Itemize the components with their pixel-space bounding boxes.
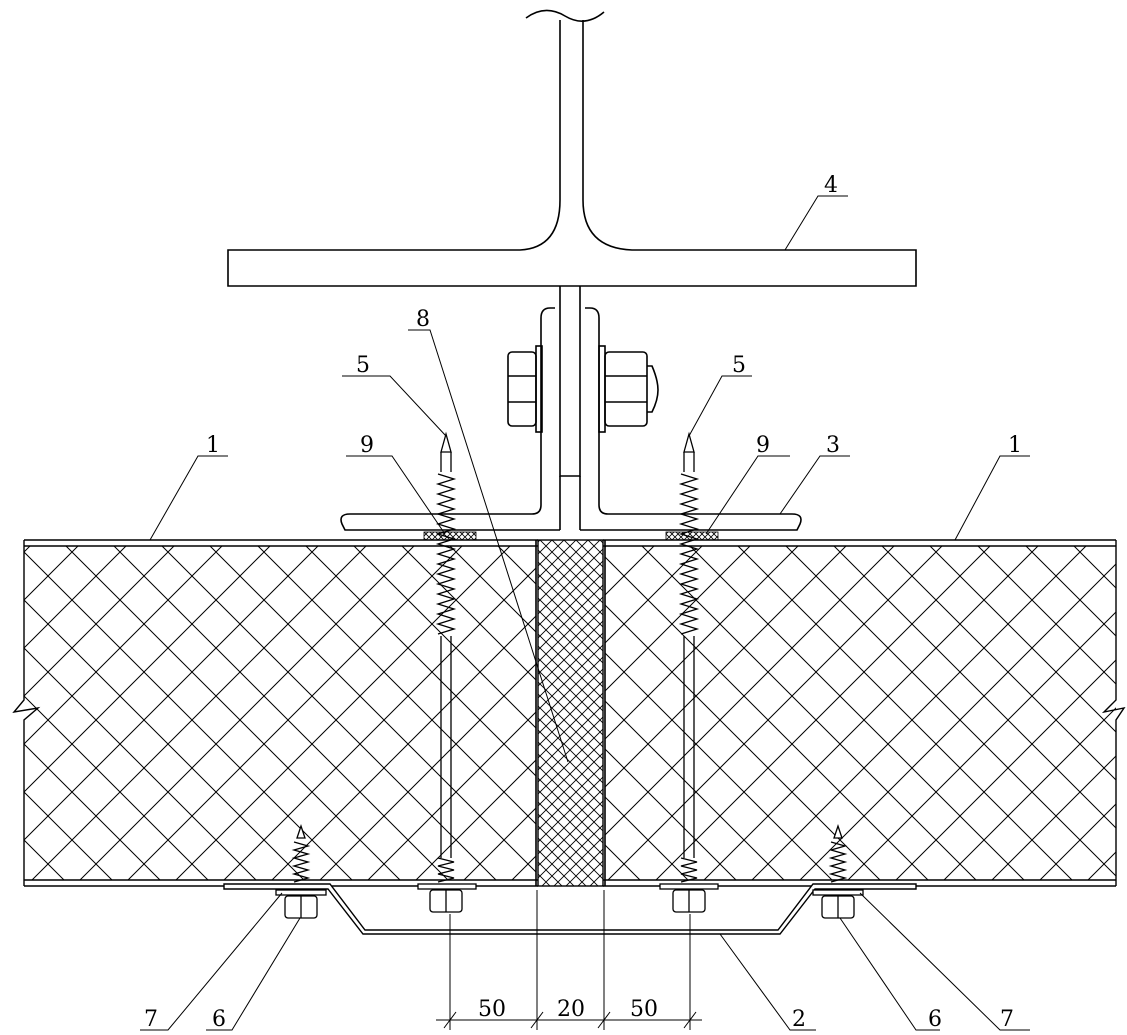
dimension-value-right: 50 bbox=[630, 997, 658, 1022]
cover-flashing bbox=[223, 883, 917, 935]
callout-9-left: 9 bbox=[360, 433, 374, 458]
bracket bbox=[340, 286, 802, 531]
sandwich-panel-left bbox=[12, 539, 538, 887]
joint-insulation bbox=[537, 539, 604, 887]
callout-5-left: 5 bbox=[356, 353, 370, 378]
callout-1-left: 1 bbox=[206, 433, 220, 458]
sealing-washer-left bbox=[275, 889, 327, 896]
callout-7-right: 7 bbox=[1000, 1007, 1014, 1032]
self-drilling-screw-right bbox=[659, 431, 719, 913]
sealing-gasket-left bbox=[423, 531, 477, 541]
callout-1-right: 1 bbox=[1008, 433, 1022, 458]
dimension-value-center: 20 bbox=[557, 997, 585, 1022]
callout-5-right: 5 bbox=[732, 353, 746, 378]
leader-lines bbox=[140, 195, 1030, 1031]
callout-6-left: 6 bbox=[212, 1007, 226, 1032]
sealing-washer-right bbox=[812, 889, 864, 896]
dimension-value-left: 50 bbox=[478, 997, 506, 1022]
short-screw-right bbox=[812, 823, 864, 919]
sandwich-panel-right bbox=[603, 539, 1126, 887]
callout-8: 8 bbox=[416, 307, 430, 332]
sealing-gasket-right bbox=[665, 531, 719, 541]
callout-7-left: 7 bbox=[144, 1007, 158, 1032]
dimension-lines bbox=[436, 890, 702, 1030]
steel-beam bbox=[227, 9, 917, 287]
short-screw-left bbox=[275, 823, 327, 919]
callout-6-right: 6 bbox=[928, 1007, 942, 1032]
callout-9-right: 9 bbox=[756, 433, 770, 458]
callout-2: 2 bbox=[792, 1007, 806, 1032]
callout-3: 3 bbox=[826, 433, 840, 458]
callout-4: 4 bbox=[824, 173, 838, 198]
self-drilling-screw-left bbox=[417, 431, 477, 913]
